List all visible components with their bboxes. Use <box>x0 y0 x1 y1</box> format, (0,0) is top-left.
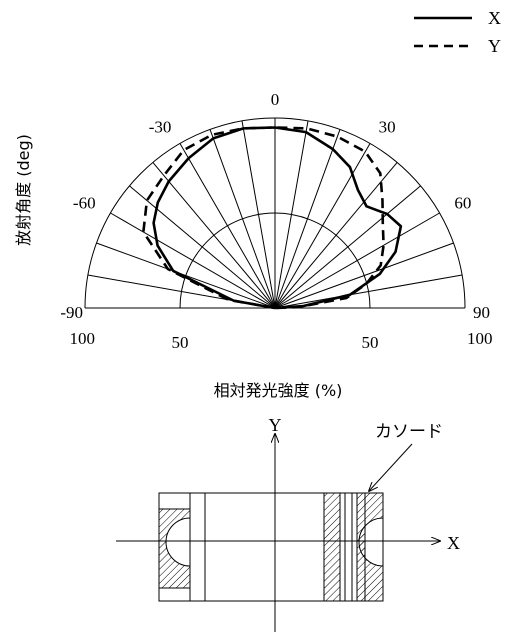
diagram-y-label: Y <box>269 415 282 435</box>
angle-tick-labels: -90 -60 -30 0 30 60 90 <box>60 90 490 322</box>
radial-spoke <box>179 143 276 309</box>
radial-spoke <box>274 242 454 309</box>
angle-tick-label: -30 <box>149 118 172 137</box>
angle-tick-label: -60 <box>73 193 96 212</box>
cathode-arrow <box>369 443 413 491</box>
angle-tick-label: 90 <box>473 303 490 322</box>
angle-tick-label: 0 <box>271 90 280 109</box>
radial-spoke <box>274 212 440 309</box>
radius-tick-label: 100 <box>70 329 96 348</box>
right-bar-1 <box>323 492 341 602</box>
polar-curves <box>142 126 403 310</box>
right-bar-2 <box>344 492 353 602</box>
radius-tick-label: 50 <box>362 333 379 352</box>
y-axis-title: 放射角度 (deg) <box>14 134 33 246</box>
polar-grid <box>84 117 466 309</box>
radial-spoke <box>152 162 276 309</box>
x-axis-title: 相対発光強度 (%) <box>214 381 343 400</box>
legend: X Y <box>414 8 501 56</box>
led-package-diagram: Y X カソード <box>116 415 460 632</box>
radial-spoke <box>274 274 463 309</box>
radial-spoke <box>274 120 309 309</box>
radial-spoke <box>274 185 421 309</box>
legend-label-x: X <box>488 8 501 28</box>
radius-tick-label: 50 <box>172 333 189 352</box>
series-x-curve <box>152 126 403 310</box>
legend-label-y: Y <box>488 36 501 56</box>
left-terminal <box>158 508 191 589</box>
angle-tick-label: -90 <box>60 303 83 322</box>
angle-tick-label: 30 <box>379 118 396 137</box>
series-y-curve <box>142 126 385 310</box>
radial-spoke <box>241 120 276 309</box>
right-terminal <box>358 492 384 602</box>
radial-spoke <box>129 185 276 309</box>
radial-spoke <box>274 143 371 309</box>
radial-spoke <box>209 129 276 309</box>
diagram-x-label: X <box>447 533 460 553</box>
radial-spoke <box>96 242 276 309</box>
package-body <box>158 492 384 602</box>
radius-tick-label: 100 <box>467 329 493 348</box>
angle-tick-label: 60 <box>454 193 471 212</box>
radial-spoke <box>274 129 341 309</box>
radial-spoke <box>110 212 276 309</box>
radius-tick-labels: 100 50 50 100 <box>70 329 493 352</box>
cathode-label: カソード <box>375 422 443 442</box>
radial-spoke <box>274 162 398 309</box>
